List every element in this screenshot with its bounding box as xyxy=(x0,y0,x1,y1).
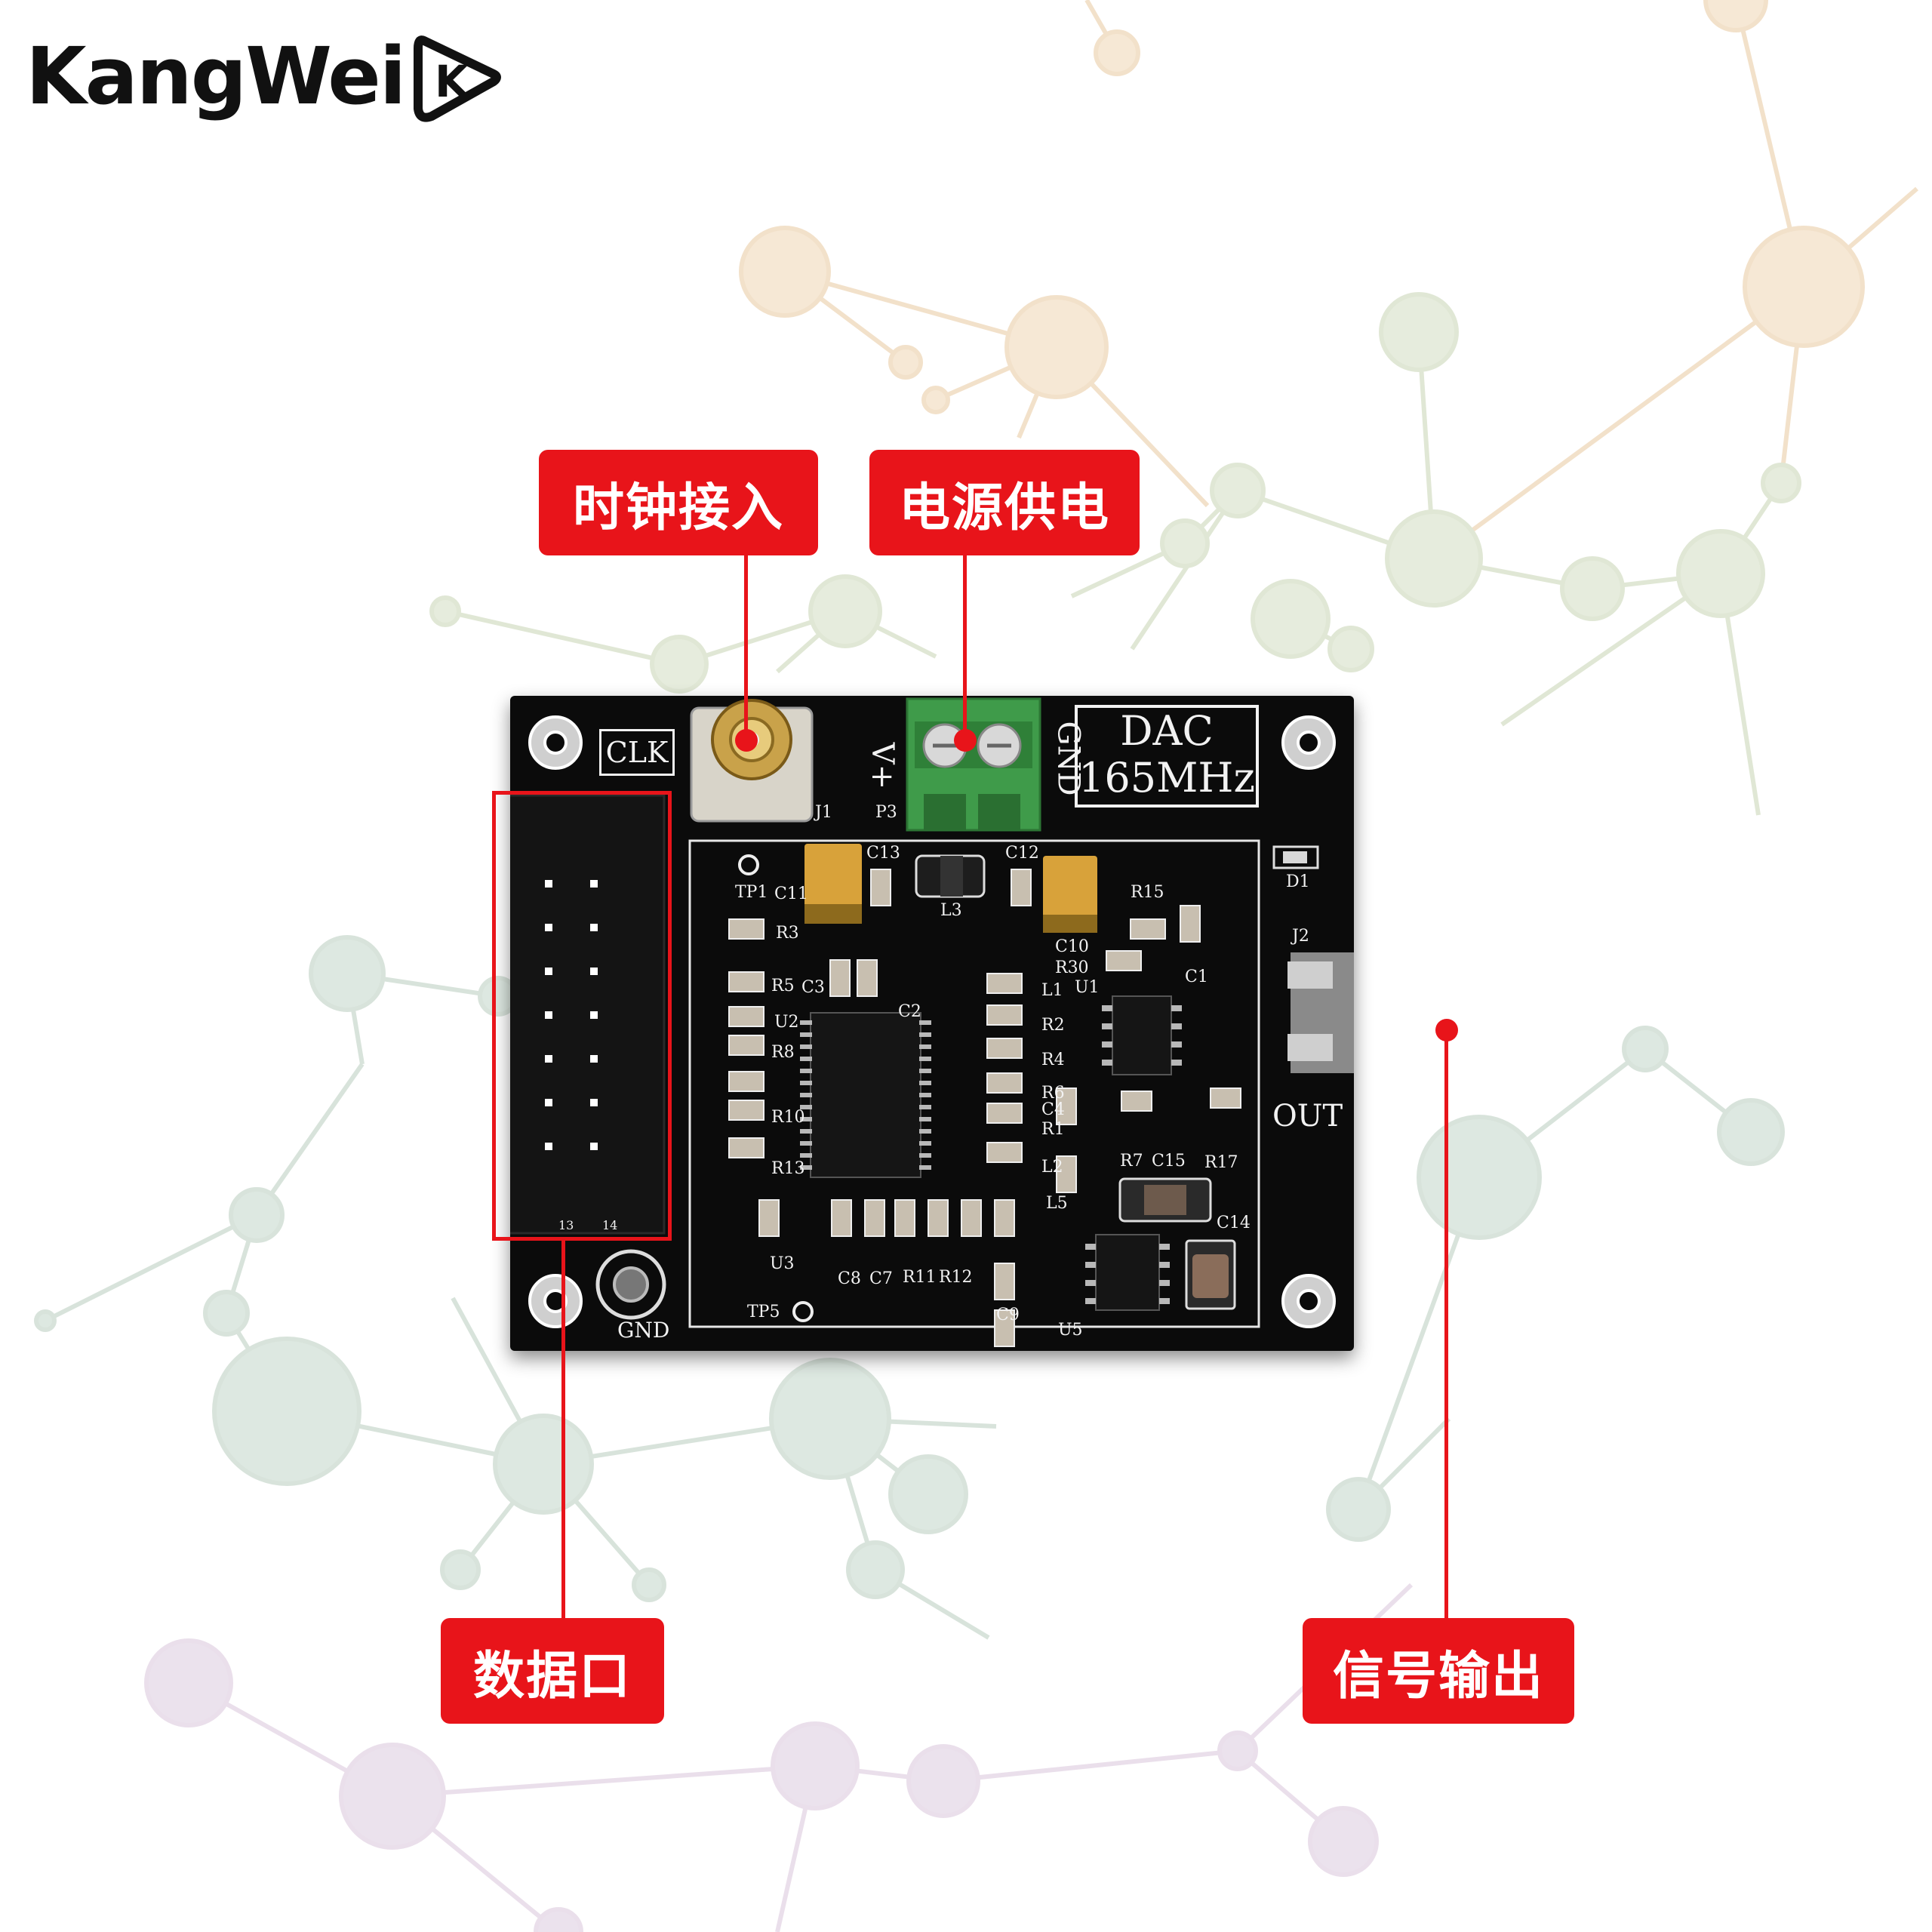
designator-c7: C7 xyxy=(869,1269,893,1288)
brand-badge-letter: K xyxy=(435,56,470,107)
designator-p3: P3 xyxy=(875,803,897,822)
designator-c2: C2 xyxy=(898,1002,921,1021)
designator-c10: C10 xyxy=(1055,937,1089,956)
callout-signal-output: 信号输出 xyxy=(1303,1618,1574,1724)
gnd-bottom-label: GND xyxy=(617,1318,670,1343)
designator-c3: C3 xyxy=(801,978,825,997)
header-pin-14: 14 xyxy=(602,1218,618,1232)
designator-c15: C15 xyxy=(1152,1152,1186,1171)
callout-signal-leader xyxy=(1444,1031,1448,1620)
callout-clock-leader xyxy=(744,555,748,740)
designator-tp1: TP1 xyxy=(735,883,768,902)
designator-c4: C4 xyxy=(1041,1100,1065,1119)
mounting-holes xyxy=(528,715,1336,1328)
vplus-label: V+ xyxy=(865,742,900,790)
designator-l3: L3 xyxy=(940,901,962,920)
gnd-top-label: GND xyxy=(1051,721,1086,796)
callout-power-leader xyxy=(963,555,967,740)
dac-pcb-board: CLK DAC 165MHz V+ GND GND OUT J1 P3 J2 D… xyxy=(510,696,1354,1351)
designator-c12: C12 xyxy=(1005,844,1039,863)
designator-r8: R8 xyxy=(771,1043,795,1062)
callout-power-supply: 电源供电 xyxy=(869,450,1140,555)
designator-r17: R17 xyxy=(1204,1153,1238,1172)
designator-u2: U2 xyxy=(774,1013,799,1032)
designator-r7: R7 xyxy=(1120,1152,1143,1171)
brand-badge-icon: K xyxy=(414,35,502,122)
designator-r5: R5 xyxy=(771,977,795,995)
designator-r2: R2 xyxy=(1041,1016,1065,1035)
designator-c8: C8 xyxy=(838,1269,861,1288)
designator-u5: U5 xyxy=(1058,1321,1083,1340)
clk-label: CLK xyxy=(599,729,675,776)
brand-logo-text: KangWei xyxy=(26,30,406,122)
callout-clock-dot xyxy=(735,729,758,752)
dac-title-box xyxy=(1075,705,1259,808)
designator-c9: C9 xyxy=(996,1306,1020,1324)
brand-logo: KangWei K xyxy=(26,20,507,133)
designator-c11: C11 xyxy=(774,884,808,903)
designator-j2: J2 xyxy=(1292,927,1309,946)
designator-r1: R1 xyxy=(1041,1120,1065,1139)
callout-data-port: 数据口 xyxy=(441,1618,664,1724)
designator-l1: L1 xyxy=(1041,981,1063,1000)
designator-c1: C1 xyxy=(1185,968,1208,986)
designator-j1: J1 xyxy=(815,803,832,822)
dac-speed: 165MHz xyxy=(1078,754,1255,801)
designator-r12: R12 xyxy=(939,1268,973,1287)
designator-tp5: TP5 xyxy=(747,1303,780,1321)
designator-r15: R15 xyxy=(1131,883,1164,902)
designator-c13: C13 xyxy=(866,844,900,863)
designator-r3: R3 xyxy=(776,924,799,943)
callout-power-dot xyxy=(954,729,977,752)
designator-r4: R4 xyxy=(1041,1051,1065,1069)
callout-clock-input: 时钟接入 xyxy=(539,450,818,555)
designator-r13: R13 xyxy=(771,1159,805,1178)
designator-r11: R11 xyxy=(903,1268,937,1287)
header-pin-13: 13 xyxy=(558,1218,574,1232)
dac-title: DAC xyxy=(1120,707,1214,755)
designator-r6: R6 xyxy=(1041,1084,1065,1103)
designator-u3: U3 xyxy=(770,1254,795,1273)
designator-u1: U1 xyxy=(1075,978,1100,997)
out-label: OUT xyxy=(1272,1099,1343,1134)
designator-l2: L2 xyxy=(1041,1158,1063,1177)
data-port-highlight xyxy=(492,791,672,1241)
designator-r10: R10 xyxy=(771,1108,805,1127)
designator-c14: C14 xyxy=(1217,1214,1251,1232)
designator-r30: R30 xyxy=(1055,958,1089,977)
pcb-artwork xyxy=(510,697,1354,1347)
designator-d1: D1 xyxy=(1286,872,1310,891)
designator-l5: L5 xyxy=(1046,1194,1068,1213)
callout-data-leader xyxy=(561,1241,565,1618)
